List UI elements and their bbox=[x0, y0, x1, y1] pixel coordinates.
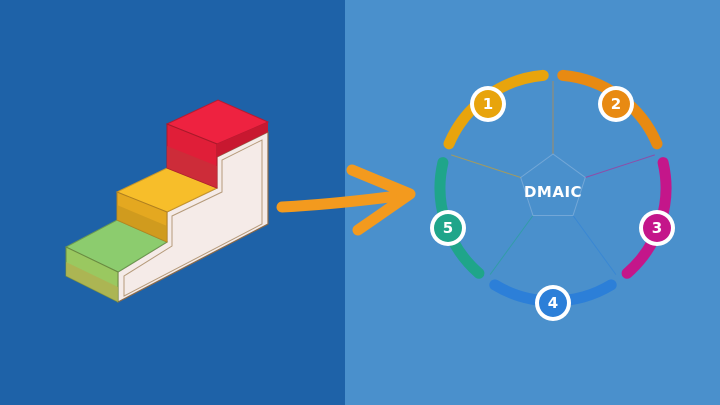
stair-green-shade bbox=[66, 262, 118, 302]
badge-number: 1 bbox=[483, 95, 493, 113]
step-badge-5: 5 bbox=[430, 210, 466, 246]
step-badge-4: 4 bbox=[535, 285, 571, 321]
inner-pentagon bbox=[520, 153, 586, 216]
stair-red-shade bbox=[167, 146, 217, 188]
badge-fill bbox=[474, 90, 502, 118]
badge-number: 5 bbox=[443, 219, 453, 237]
stair-yellow-shade bbox=[117, 205, 167, 242]
badge-fill bbox=[434, 214, 462, 242]
segment-divider bbox=[489, 215, 534, 275]
stair-body-outline bbox=[123, 139, 263, 297]
segment-divider bbox=[585, 154, 655, 178]
segment-divider bbox=[572, 215, 617, 275]
staircase-icon bbox=[64, 99, 270, 303]
segment-divider bbox=[451, 154, 521, 178]
badge-number: 3 bbox=[652, 219, 662, 237]
dmaic-cycle-icon: DMAIC 1 2 3 4 5 bbox=[430, 69, 675, 321]
badge-number: 4 bbox=[548, 294, 558, 312]
badge-number: 2 bbox=[611, 95, 621, 113]
badge-fill bbox=[539, 289, 567, 317]
right-arrow-icon bbox=[276, 164, 416, 236]
stair-red-cap bbox=[217, 122, 268, 157]
step-badge-3: 3 bbox=[639, 210, 675, 246]
center-label: DMAIC bbox=[524, 183, 582, 201]
step-badge-1: 1 bbox=[470, 86, 506, 122]
right-panel bbox=[345, 0, 720, 405]
badge-fill bbox=[643, 214, 671, 242]
step-badge-2: 2 bbox=[598, 86, 634, 122]
badge-fill bbox=[602, 90, 630, 118]
